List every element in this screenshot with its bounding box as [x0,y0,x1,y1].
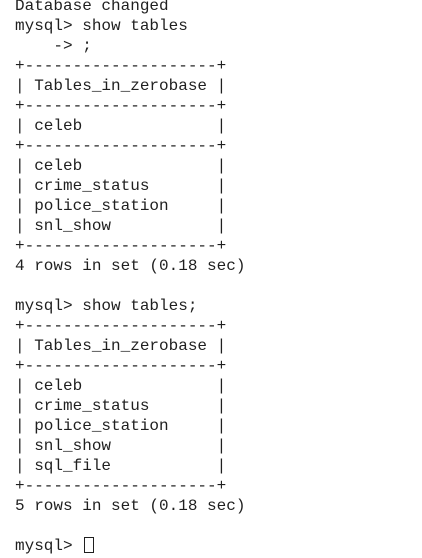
terminal-line: | celeb | [15,117,227,135]
terminal-line: | crime_status | [15,397,227,415]
text-cursor [84,537,95,553]
terminal-line [15,516,422,536]
terminal-line: | police_station | [15,417,227,435]
terminal-line: mysql> show tables [15,17,188,35]
terminal-line: | snl_show | [15,217,227,235]
terminal-line: | sql_file | [15,457,227,475]
terminal-line: | snl_show | [15,437,227,455]
terminal-line [15,276,422,296]
terminal-line: -> ; [15,37,92,55]
terminal-line: +--------------------+ [15,137,227,155]
terminal-input-line[interactable]: mysql> [15,536,422,556]
terminal-line: +--------------------+ [15,357,227,375]
terminal-line: | celeb | [15,377,227,395]
terminal-line: Database changed [15,0,169,15]
terminal-output: Database changed mysql> show tables -> ;… [15,0,422,556]
terminal-line: | Tables_in_zerobase | [15,337,227,355]
terminal-line: 4 rows in set (0.18 sec) [15,257,246,275]
prompt-label: mysql> [15,537,83,555]
terminal-line: | celeb | [15,157,227,175]
terminal-line: 5 rows in set (0.18 sec) [15,497,246,515]
terminal-line: | police_station | [15,197,227,215]
terminal-line: +--------------------+ [15,237,227,255]
terminal-line: +--------------------+ [15,477,227,495]
terminal-line: | crime_status | [15,177,227,195]
terminal-line: +--------------------+ [15,97,227,115]
terminal-line: mysql> show tables; [15,297,198,315]
terminal-line: +--------------------+ [15,317,227,335]
terminal-line: | Tables_in_zerobase | [15,77,227,95]
terminal-line: +--------------------+ [15,57,227,75]
